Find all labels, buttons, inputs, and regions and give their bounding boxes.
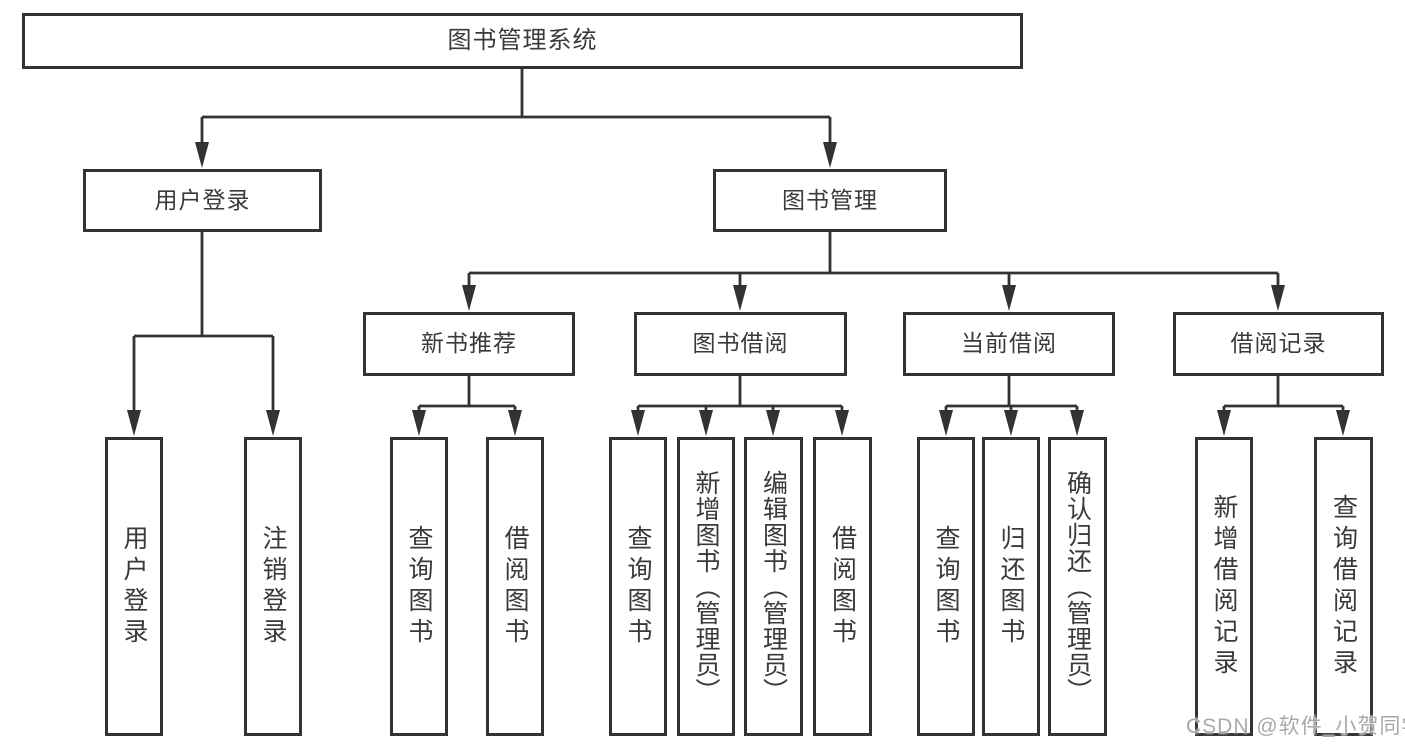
leaf-cb-confirm-return-admin: 确认归还（管理员）	[1048, 437, 1107, 736]
leaf-cb-query-books: 查询图书	[917, 437, 975, 736]
leaf-nbr-borrow-books: 借阅图书	[486, 437, 544, 736]
node-current-borrowing: 当前借阅	[903, 312, 1115, 376]
node-new-book-recommendation: 新书推荐	[363, 312, 575, 376]
leaf-br-add-record: 新增借阅记录	[1195, 437, 1253, 736]
node-library-management-system: 图书管理系统	[22, 13, 1023, 69]
node-book-borrowing: 图书借阅	[634, 312, 847, 376]
leaf-bb-borrow-books: 借阅图书	[813, 437, 872, 736]
node-book-management: 图书管理	[713, 169, 947, 232]
node-user-login: 用户登录	[83, 169, 322, 232]
leaf-br-query-record: 查询借阅记录	[1314, 437, 1373, 736]
node-borrowing-records: 借阅记录	[1173, 312, 1384, 376]
leaf-bb-add-books-admin: 新增图书（管理员）	[677, 437, 735, 736]
leaf-user-login: 用户登录	[105, 437, 163, 736]
leaf-bb-query-books: 查询图书	[609, 437, 667, 736]
leaf-bb-edit-books-admin: 编辑图书（管理员）	[744, 437, 803, 736]
leaf-nbr-query-books: 查询图书	[390, 437, 448, 736]
leaf-logout: 注销登录	[244, 437, 302, 736]
leaf-cb-return-books: 归还图书	[982, 437, 1040, 736]
watermark: CSDN @软件_小贺同学	[1186, 715, 1405, 738]
